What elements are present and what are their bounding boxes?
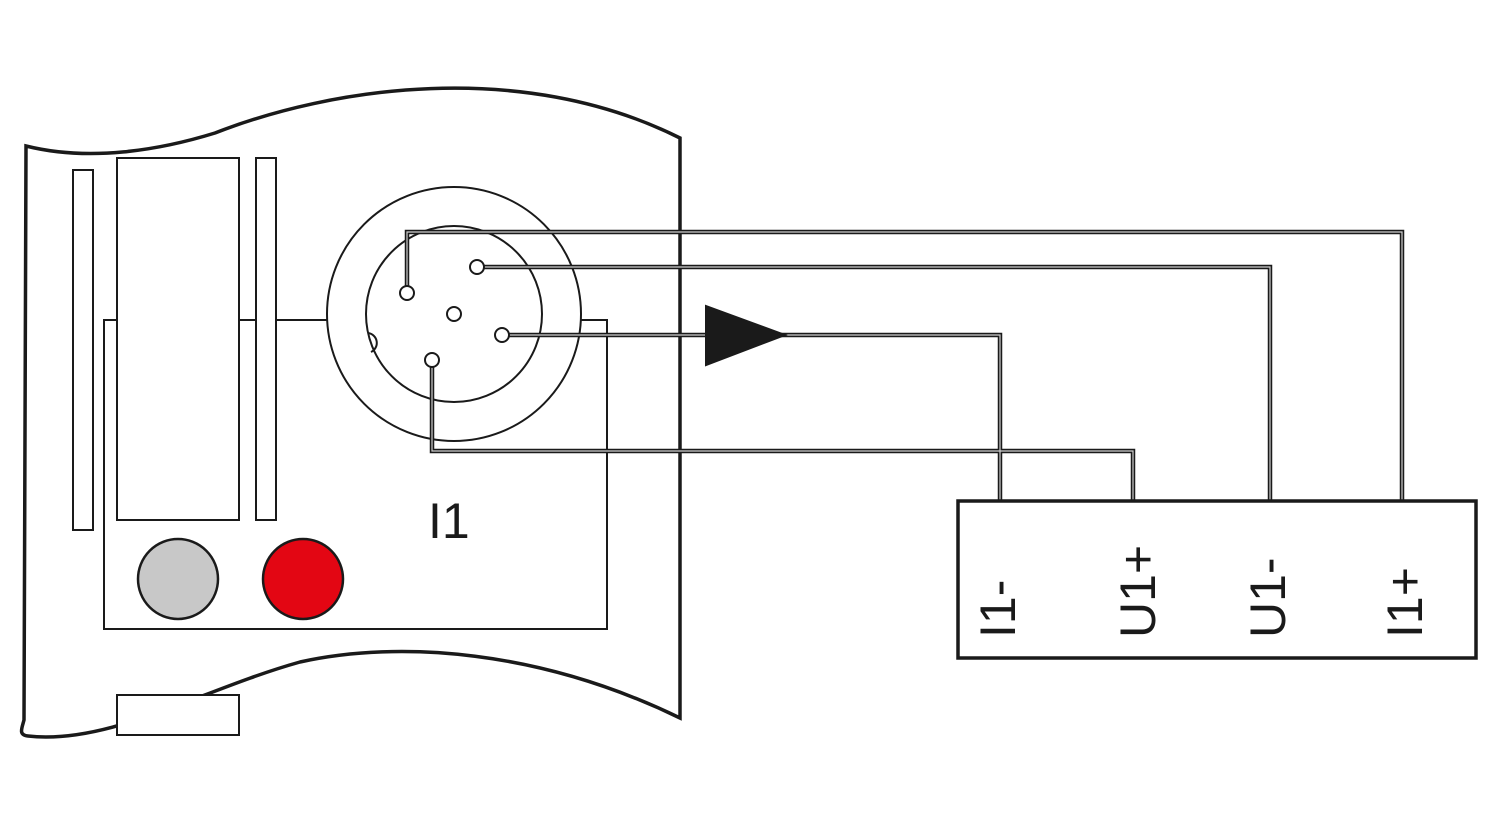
channel-label: I1	[428, 493, 470, 549]
connector-pin-3	[494, 327, 510, 343]
connector-pin-1	[399, 285, 415, 301]
m12-connector-icon	[326, 186, 582, 442]
signal-direction-triangle-icon	[705, 304, 788, 367]
terminal-label-u1-plus: U1+	[1110, 545, 1166, 638]
housing-slot-left	[72, 169, 94, 531]
terminal-block	[956, 499, 1478, 660]
terminal-label-i1-plus: I1+	[1377, 567, 1433, 638]
connector-pin-center	[446, 306, 462, 322]
connector-pin-4	[424, 352, 440, 368]
housing-panel	[116, 157, 240, 521]
housing-slot-right	[255, 157, 277, 521]
housing-bottom-tab	[116, 694, 240, 736]
connector-coding-notch	[367, 332, 378, 353]
terminal-label-u1-minus: U1-	[1240, 557, 1296, 638]
connector-pin-2	[469, 259, 485, 275]
status-led-red	[261, 537, 345, 621]
status-led-grey	[136, 537, 220, 621]
terminal-label-i1-minus: I1-	[970, 580, 1026, 638]
